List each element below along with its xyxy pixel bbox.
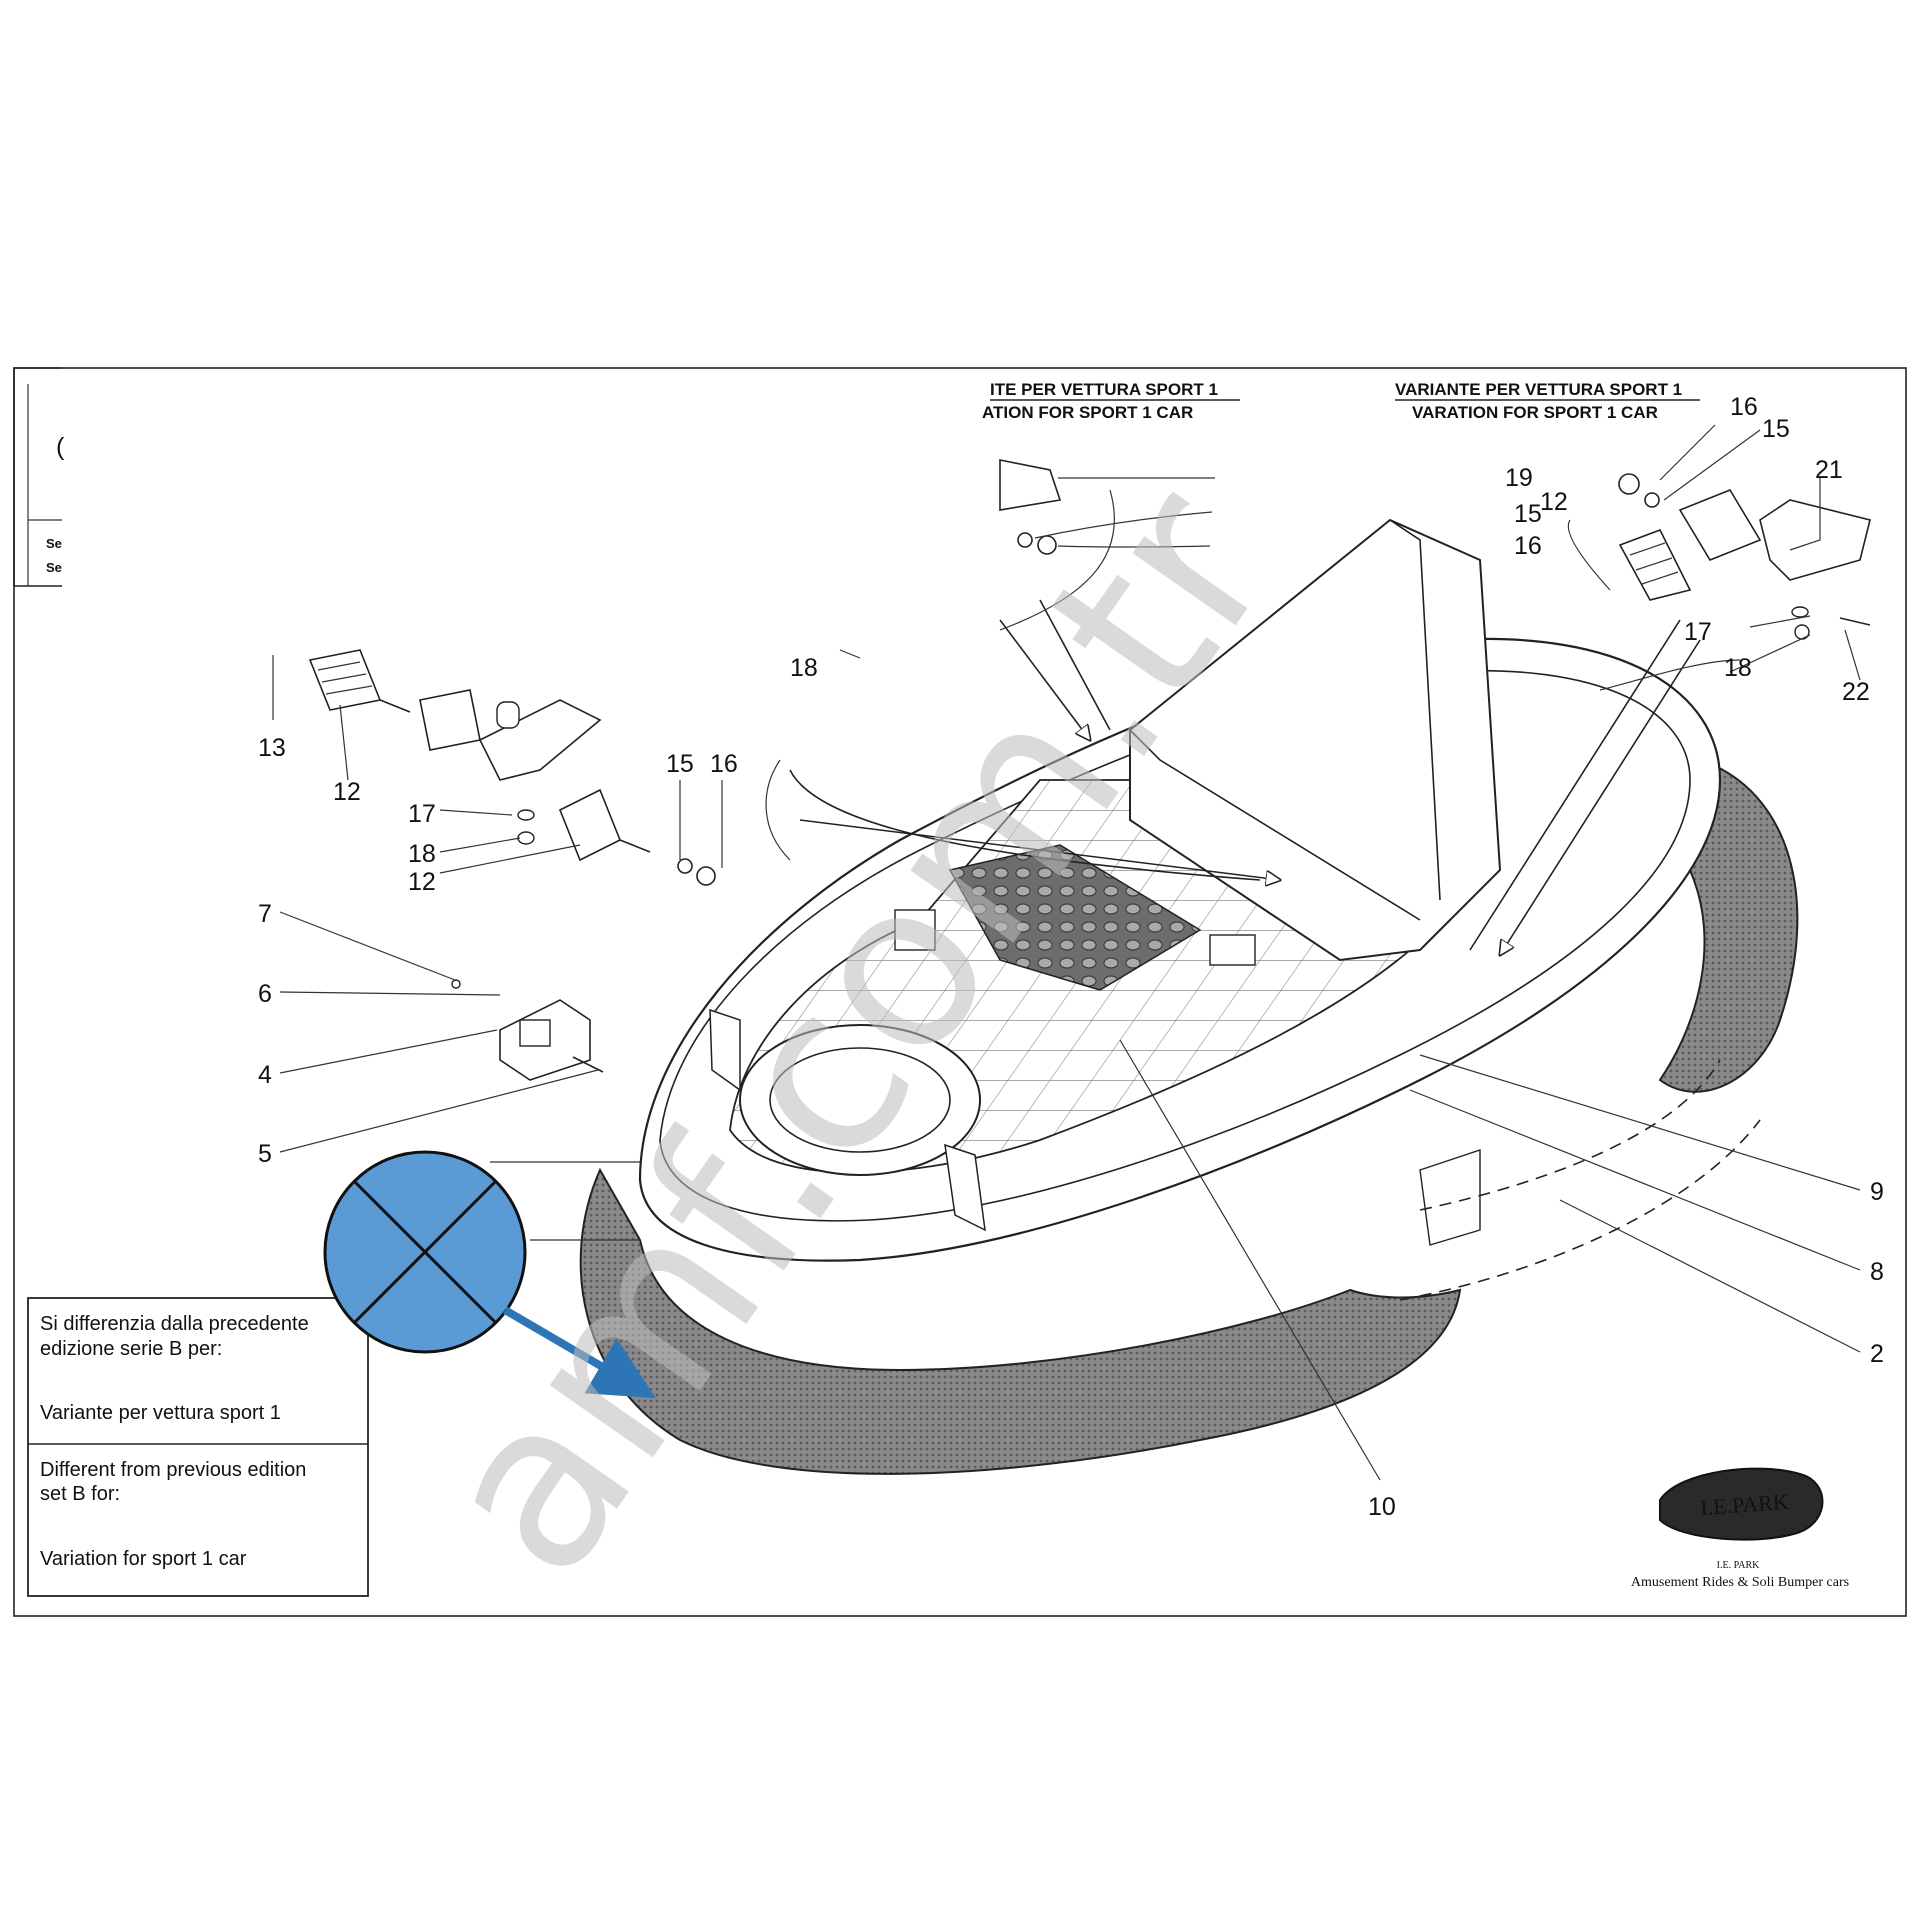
title-block: ( Se Se <box>46 433 65 575</box>
part-label-13: 13 <box>258 734 286 762</box>
logo-sub: I.E. PARK <box>1717 1560 1760 1571</box>
note-english-line3: Variation for sport 1 car <box>40 1548 247 1570</box>
note-english-line2: set B for: <box>40 1483 120 1505</box>
part-label-4: 4 <box>258 1061 272 1089</box>
note-english-line1: Different from previous edition <box>40 1459 306 1481</box>
note-italian-line3: Variante per vettura sport 1 <box>40 1402 281 1424</box>
bumper-car-body <box>579 518 1799 1475</box>
note-italian-line2: edizione serie B per: <box>40 1338 222 1360</box>
hull-rim <box>659 669 1691 1222</box>
part-label-6: 6 <box>258 980 272 1008</box>
title-block-row2: Se <box>46 560 62 575</box>
part-label-12: 12 <box>1540 488 1568 516</box>
part-label-18: 18 <box>408 840 436 868</box>
revision-notes-box: Si differenzia dalla precedente edizione… <box>27 1297 369 1597</box>
header-left-italian: ITE PER VETTURA SPORT 1 <box>990 380 1218 399</box>
part-label-15: 15 <box>1762 415 1790 443</box>
part-label-17: 17 <box>1684 618 1712 646</box>
part-label-9: 9 <box>1870 1178 1884 1206</box>
header-left-english: ATION FOR SPORT 1 CAR <box>982 403 1193 422</box>
floor-mat <box>948 844 1202 991</box>
part-label-17: 17 <box>408 800 436 828</box>
pedal-assembly-left <box>308 649 716 886</box>
switch-assembly <box>451 979 604 1081</box>
company-logo: I.E.PARK I.E. PARK Amusement Rides & Sol… <box>1631 1467 1849 1590</box>
part-label-16: 16 <box>1514 532 1542 560</box>
part-label-15: 15 <box>666 750 694 778</box>
title-block-letter: ( <box>56 433 65 461</box>
part-label-21: 21 <box>1815 456 1843 484</box>
part-label-5: 5 <box>258 1140 272 1168</box>
part-label-18: 18 <box>1724 654 1752 682</box>
part-label-8: 8 <box>1870 1258 1884 1286</box>
logo-tagline: Amusement Rides & Soli Bumper cars <box>1631 1575 1849 1590</box>
part-label-15: 15 <box>1514 500 1542 528</box>
part-label-22: 22 <box>1842 678 1870 706</box>
part-label-16: 16 <box>710 750 738 778</box>
part-label-7: 7 <box>258 900 272 928</box>
crossed-circle-marker-icon <box>323 1150 656 1399</box>
note-italian-line1: Si differenzia dalla precedente <box>40 1313 309 1335</box>
part-label-12: 12 <box>408 868 436 896</box>
variant-headers: ITE PER VETTURA SPORT 1 ATION FOR SPORT … <box>982 380 1700 422</box>
part-label-19: 19 <box>1505 464 1533 492</box>
part-label-2: 2 <box>1870 1340 1884 1368</box>
leader-lines <box>272 424 1861 1481</box>
bracket-assembly-top <box>999 459 1062 555</box>
seat-tower <box>1129 518 1502 962</box>
header-right-italian: VARIANTE PER VETTURA SPORT 1 <box>1395 380 1682 399</box>
marker-arrow-icon <box>502 1306 656 1399</box>
part-label-12: 12 <box>333 778 361 806</box>
part-label-16: 16 <box>1730 393 1758 421</box>
pedal-assembly-right <box>1618 473 1871 640</box>
logo-name: I.E.PARK <box>1699 1489 1789 1520</box>
part-labels: 19 15 16 16 15 21 12 17 18 22 18 13 12 1… <box>258 393 1884 1521</box>
front-bumper-rubber <box>579 1167 1462 1475</box>
part-label-10: 10 <box>1368 1493 1396 1521</box>
logo-badge-icon <box>1659 1467 1824 1541</box>
part-label-18: 18 <box>790 654 818 682</box>
title-block-row1: Se <box>46 536 62 551</box>
header-right-english: VARATION FOR SPORT 1 CAR <box>1412 403 1658 422</box>
drawing-frame <box>13 367 1907 1617</box>
